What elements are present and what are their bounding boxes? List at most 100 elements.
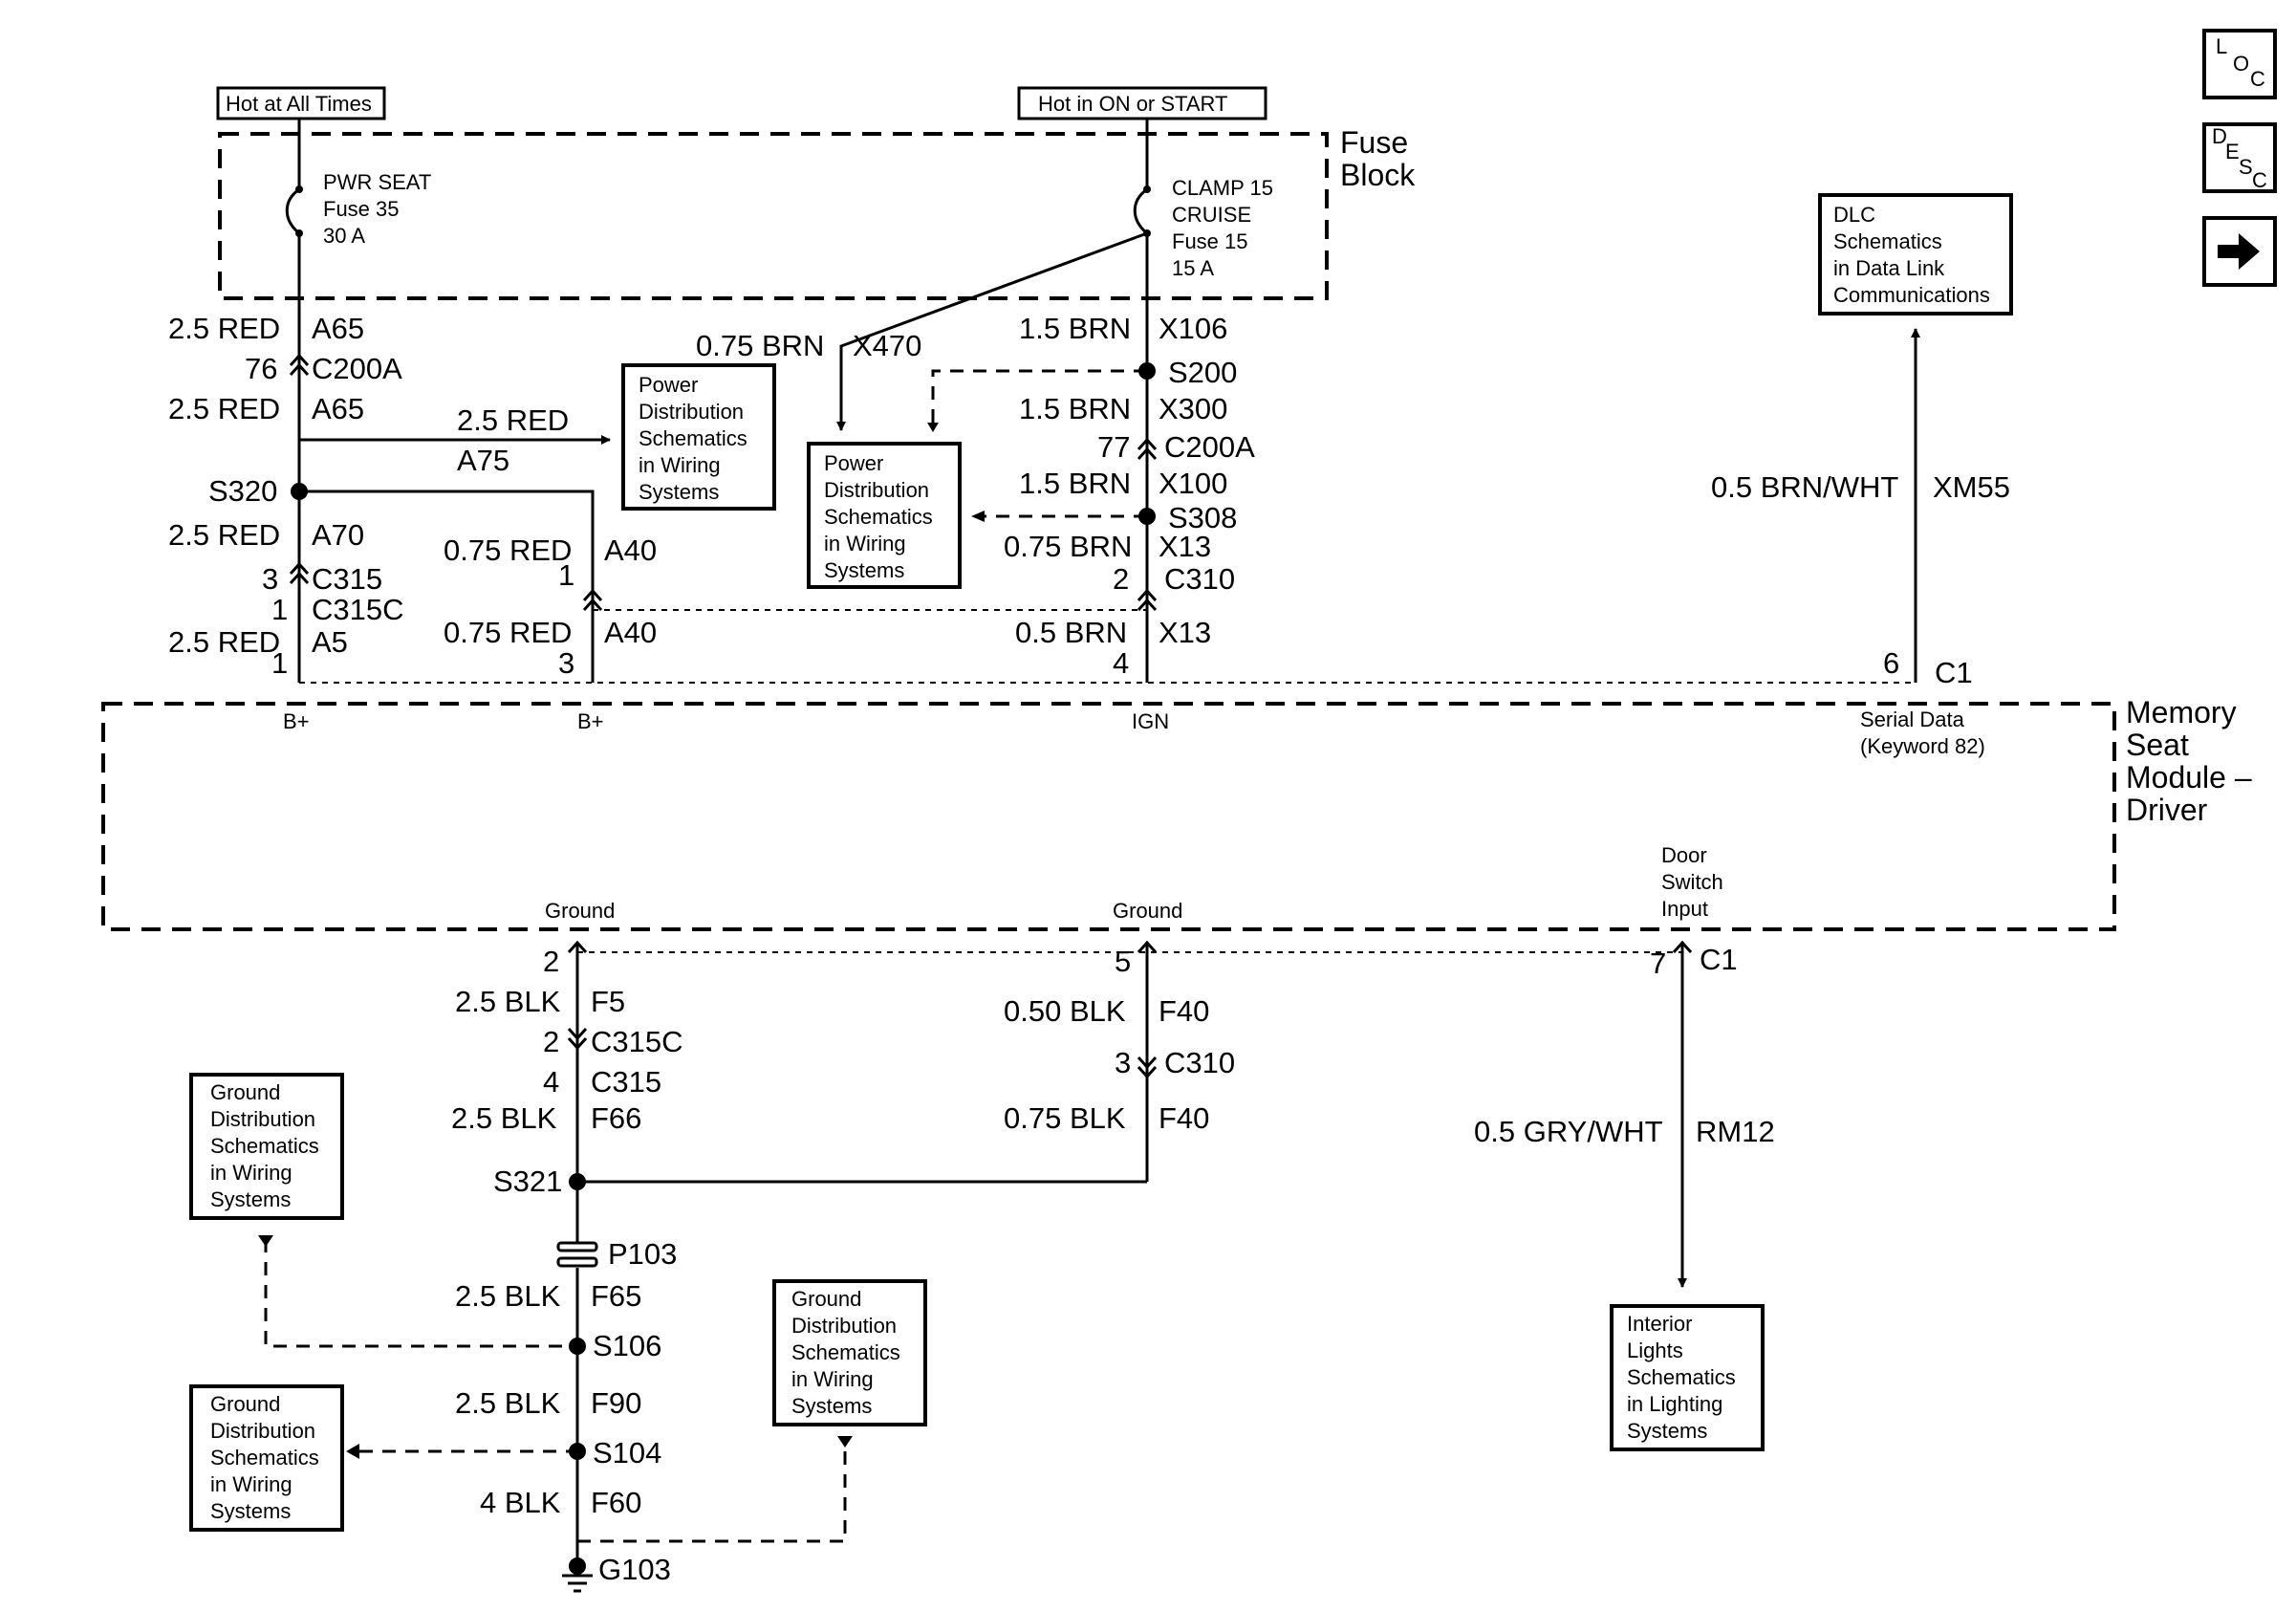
svg-text:DLC: DLC — [1833, 203, 1875, 227]
svg-text:Schematics: Schematics — [210, 1446, 319, 1469]
ign-pin-2: 2 — [1113, 562, 1129, 596]
pin-label-ign: IGN — [1132, 709, 1169, 733]
conn-p103: P103 — [608, 1237, 677, 1271]
left-wire-2-size: 2.5 RED — [168, 392, 280, 425]
svg-text:in Wiring: in Wiring — [791, 1367, 874, 1391]
pwr-seat-fuse: PWR SEAT Fuse 35 30 A — [323, 170, 431, 248]
left-wire-3-circuit: A70 — [312, 518, 364, 552]
gnd2-wire-2-circuit: F40 — [1159, 1101, 1209, 1135]
gnd2-conn-c310: C310 — [1164, 1046, 1235, 1079]
left-conn-c315: C315 — [312, 562, 382, 596]
ign-pin-module: 4 — [1113, 646, 1129, 680]
mid-wire-2-circuit: A40 — [604, 616, 657, 649]
svg-text:Ground: Ground — [210, 1392, 280, 1416]
svg-text:Systems: Systems — [1627, 1419, 1707, 1443]
gnd-wire-5-size: 4 BLK — [480, 1486, 561, 1519]
gnd-wire-5-circuit: F60 — [591, 1486, 641, 1519]
gnd-wire-4-circuit: F90 — [591, 1386, 641, 1420]
left-conn-c200a: C200A — [312, 352, 402, 385]
svg-text:Seat: Seat — [2126, 728, 2189, 762]
svg-text:Power: Power — [824, 451, 883, 475]
ground-distribution-ref-3[interactable]: Ground Distribution Schematics in Wiring… — [772, 1279, 927, 1426]
left-conn-c315c: C315C — [312, 593, 404, 626]
svg-text:PWR SEAT: PWR SEAT — [323, 170, 431, 194]
gnd2-wire-1-size: 0.50 BLK — [1004, 994, 1126, 1028]
svg-text:C: C — [2252, 168, 2267, 192]
left-pin-1: 1 — [271, 593, 288, 626]
svg-text:O: O — [2233, 52, 2249, 76]
svg-text:Distribution: Distribution — [639, 400, 744, 424]
ground-g103: G103 — [598, 1553, 671, 1586]
dlc-ref[interactable]: DLC Schematics in Data Link Communicatio… — [1818, 193, 2013, 316]
left-wire-3-size: 2.5 RED — [168, 518, 280, 552]
gnd-pin-2: 2 — [543, 945, 559, 978]
svg-text:Power: Power — [639, 373, 698, 397]
door-conn: C1 — [1700, 943, 1738, 976]
left-wire-4-circuit: A5 — [312, 625, 348, 659]
door-pin: 7 — [1650, 947, 1666, 980]
svg-text:S: S — [2239, 155, 2253, 179]
splice-s104: S104 — [593, 1436, 661, 1469]
svg-text:15 A: 15 A — [1172, 256, 1214, 280]
ground-distribution-ref-1[interactable]: Ground Distribution Schematics in Wiring… — [189, 1073, 344, 1220]
ign-wire-4-size: 0.75 BRN — [1004, 530, 1132, 563]
gnd-wire-1-circuit: F5 — [591, 985, 625, 1018]
pin-label-serial-keyword: (Keyword 82) — [1860, 734, 1985, 758]
branch-wire-circuit: A75 — [457, 444, 509, 477]
power-distribution-ref-1[interactable]: Power Distribution Schematics in Wiring … — [621, 363, 776, 511]
svg-text:in Wiring: in Wiring — [824, 532, 906, 555]
gnd-pin-2b: 2 — [543, 1025, 559, 1058]
splice-s200: S200 — [1168, 356, 1237, 389]
ign-wire-4-circuit: X13 — [1159, 530, 1211, 563]
ground-g103-icon — [562, 1574, 593, 1593]
svg-text:Hot at All Times: Hot at All Times — [226, 92, 372, 116]
svg-text:Systems: Systems — [824, 558, 904, 582]
svg-text:Fuse 35: Fuse 35 — [323, 197, 400, 221]
pin-label-b-plus-1: B+ — [283, 709, 310, 733]
fuse-block-title: Fuse — [1340, 125, 1408, 160]
p103-connector — [556, 1241, 598, 1268]
left-wire-4-size: 2.5 RED — [168, 625, 280, 659]
ign-wire-1-size: 1.5 BRN — [1019, 312, 1131, 345]
interior-lights-ref[interactable]: Interior Lights Schematics in Lighting S… — [1610, 1304, 1765, 1451]
svg-text:Distribution: Distribution — [210, 1107, 315, 1131]
svg-text:Schematics: Schematics — [791, 1340, 900, 1364]
pin-label-door-3: Input — [1661, 897, 1708, 921]
splice-s308: S308 — [1168, 501, 1237, 534]
serial-wire-size: 0.5 BRN/WHT — [1711, 470, 1898, 504]
svg-text:Communications: Communications — [1833, 283, 1990, 307]
pin-label-door-1: Door — [1661, 843, 1707, 867]
desc-button[interactable]: D E S C — [2202, 122, 2277, 193]
mid-wire-2-size: 0.75 RED — [444, 616, 572, 649]
ground-distribution-ref-2[interactable]: Ground Distribution Schematics in Wiring… — [189, 1384, 344, 1532]
ign-wire-1-circuit: X106 — [1159, 312, 1227, 345]
gnd-wire-3-size: 2.5 BLK — [455, 1279, 561, 1313]
svg-text:Schematics: Schematics — [824, 505, 933, 529]
serial-pin: 6 — [1883, 646, 1899, 680]
svg-text:Hot in ON or START: Hot in ON or START — [1038, 92, 1227, 116]
svg-text:Systems: Systems — [639, 480, 719, 504]
pin-label-serial-data: Serial Data — [1860, 708, 1965, 731]
svg-text:L: L — [2216, 34, 2227, 58]
ign-pin-77: 77 — [1097, 430, 1130, 464]
door-wire-circuit: RM12 — [1696, 1115, 1775, 1148]
loc-button[interactable]: L O C — [2202, 29, 2277, 99]
power-distribution-ref-2[interactable]: Power Distribution Schematics in Wiring … — [807, 442, 962, 589]
splice-s320: S320 — [208, 474, 277, 508]
svg-text:30 A: 30 A — [323, 224, 365, 248]
hot-in-on-start-label: Hot in ON or START — [1017, 86, 1267, 120]
svg-text:Interior: Interior — [1627, 1312, 1692, 1336]
svg-text:Module –: Module – — [2126, 760, 2252, 795]
svg-text:Distribution: Distribution — [210, 1419, 315, 1443]
serial-conn: C1 — [1935, 656, 1973, 689]
svg-text:in Wiring: in Wiring — [210, 1161, 292, 1185]
ign-conn-c310: C310 — [1164, 562, 1235, 596]
next-button[interactable] — [2202, 216, 2277, 287]
x470-wire-circuit: X470 — [853, 329, 921, 362]
memory-seat-module-title: Memory Seat Module – Driver — [2126, 695, 2252, 827]
svg-text:Systems: Systems — [210, 1187, 291, 1211]
svg-text:Systems: Systems — [791, 1394, 872, 1418]
svg-text:in Wiring: in Wiring — [639, 453, 721, 477]
serial-wire-circuit: XM55 — [1933, 470, 2010, 504]
ign-wire-3-circuit: X100 — [1159, 467, 1227, 500]
